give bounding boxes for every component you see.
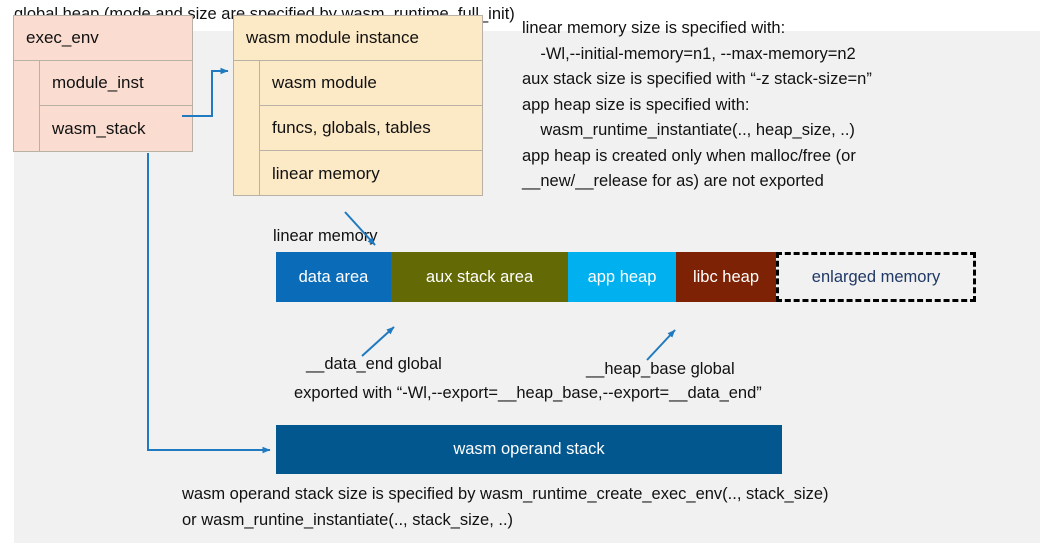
exec-env-box: exec_env module_inst wasm_stack — [13, 15, 193, 152]
memory-segment-label: aux stack area — [425, 267, 534, 286]
exec-env-field-wasm-stack: wasm_stack — [52, 118, 146, 138]
wasm-operand-stack-bar: wasm operand stack — [276, 425, 782, 474]
exec-env-field-module-inst: module_inst — [40, 61, 192, 106]
operand-stack-caption: wasm operand stack size is specified by … — [182, 485, 829, 529]
module-instance-body: wasm module funcs, globals, tables linea… — [234, 61, 482, 196]
memory-segment-libc-heap: libc heap — [676, 252, 776, 302]
memory-segment-aux-stack-area: aux stack area — [391, 252, 568, 302]
module-instance-field-wasm-module: wasm module — [260, 61, 482, 106]
linear-memory-label: linear memory — [273, 227, 378, 245]
exec-env-rows: module_inst wasm_stack — [40, 61, 192, 151]
module-instance-field-linear-memory: linear memory — [272, 163, 380, 183]
module-instance-box: wasm module instance wasm module funcs, … — [233, 15, 483, 196]
memory-segment-label: data area — [298, 267, 369, 286]
annotation-data-end: __data_end global — [306, 355, 442, 373]
exec-env-gutter — [14, 61, 40, 151]
memory-segment-label: app heap — [587, 267, 657, 286]
annotation-exported-with: exported with “-Wl,--export=__heap_base,… — [294, 384, 762, 402]
linear-memory-note: linear memory size is specified with: -W… — [522, 19, 872, 190]
linear-memory-strip: data area aux stack area app heap libc heap… — [276, 252, 976, 302]
exec-env-body: module_inst wasm_stack — [14, 61, 192, 151]
module-instance-field-funcs-globals-tables: funcs, globals, tables — [260, 106, 482, 151]
wasm-operand-stack-label: wasm operand stack — [453, 440, 605, 458]
memory-segment-label: libc heap — [692, 267, 760, 286]
memory-segment-app-heap: app heap — [568, 252, 676, 302]
exec-env-header: exec_env — [14, 16, 192, 61]
module-instance-header: wasm module instance — [234, 16, 482, 61]
memory-segment-label: enlarged memory — [811, 267, 941, 286]
module-instance-rows: wasm module funcs, globals, tables linea… — [260, 61, 482, 196]
memory-segment-data-area: data area — [276, 252, 391, 302]
module-instance-gutter — [234, 61, 260, 196]
annotation-heap-base: __heap_base global — [586, 360, 735, 378]
memory-segment-enlarged-memory: enlarged memory — [776, 252, 976, 302]
